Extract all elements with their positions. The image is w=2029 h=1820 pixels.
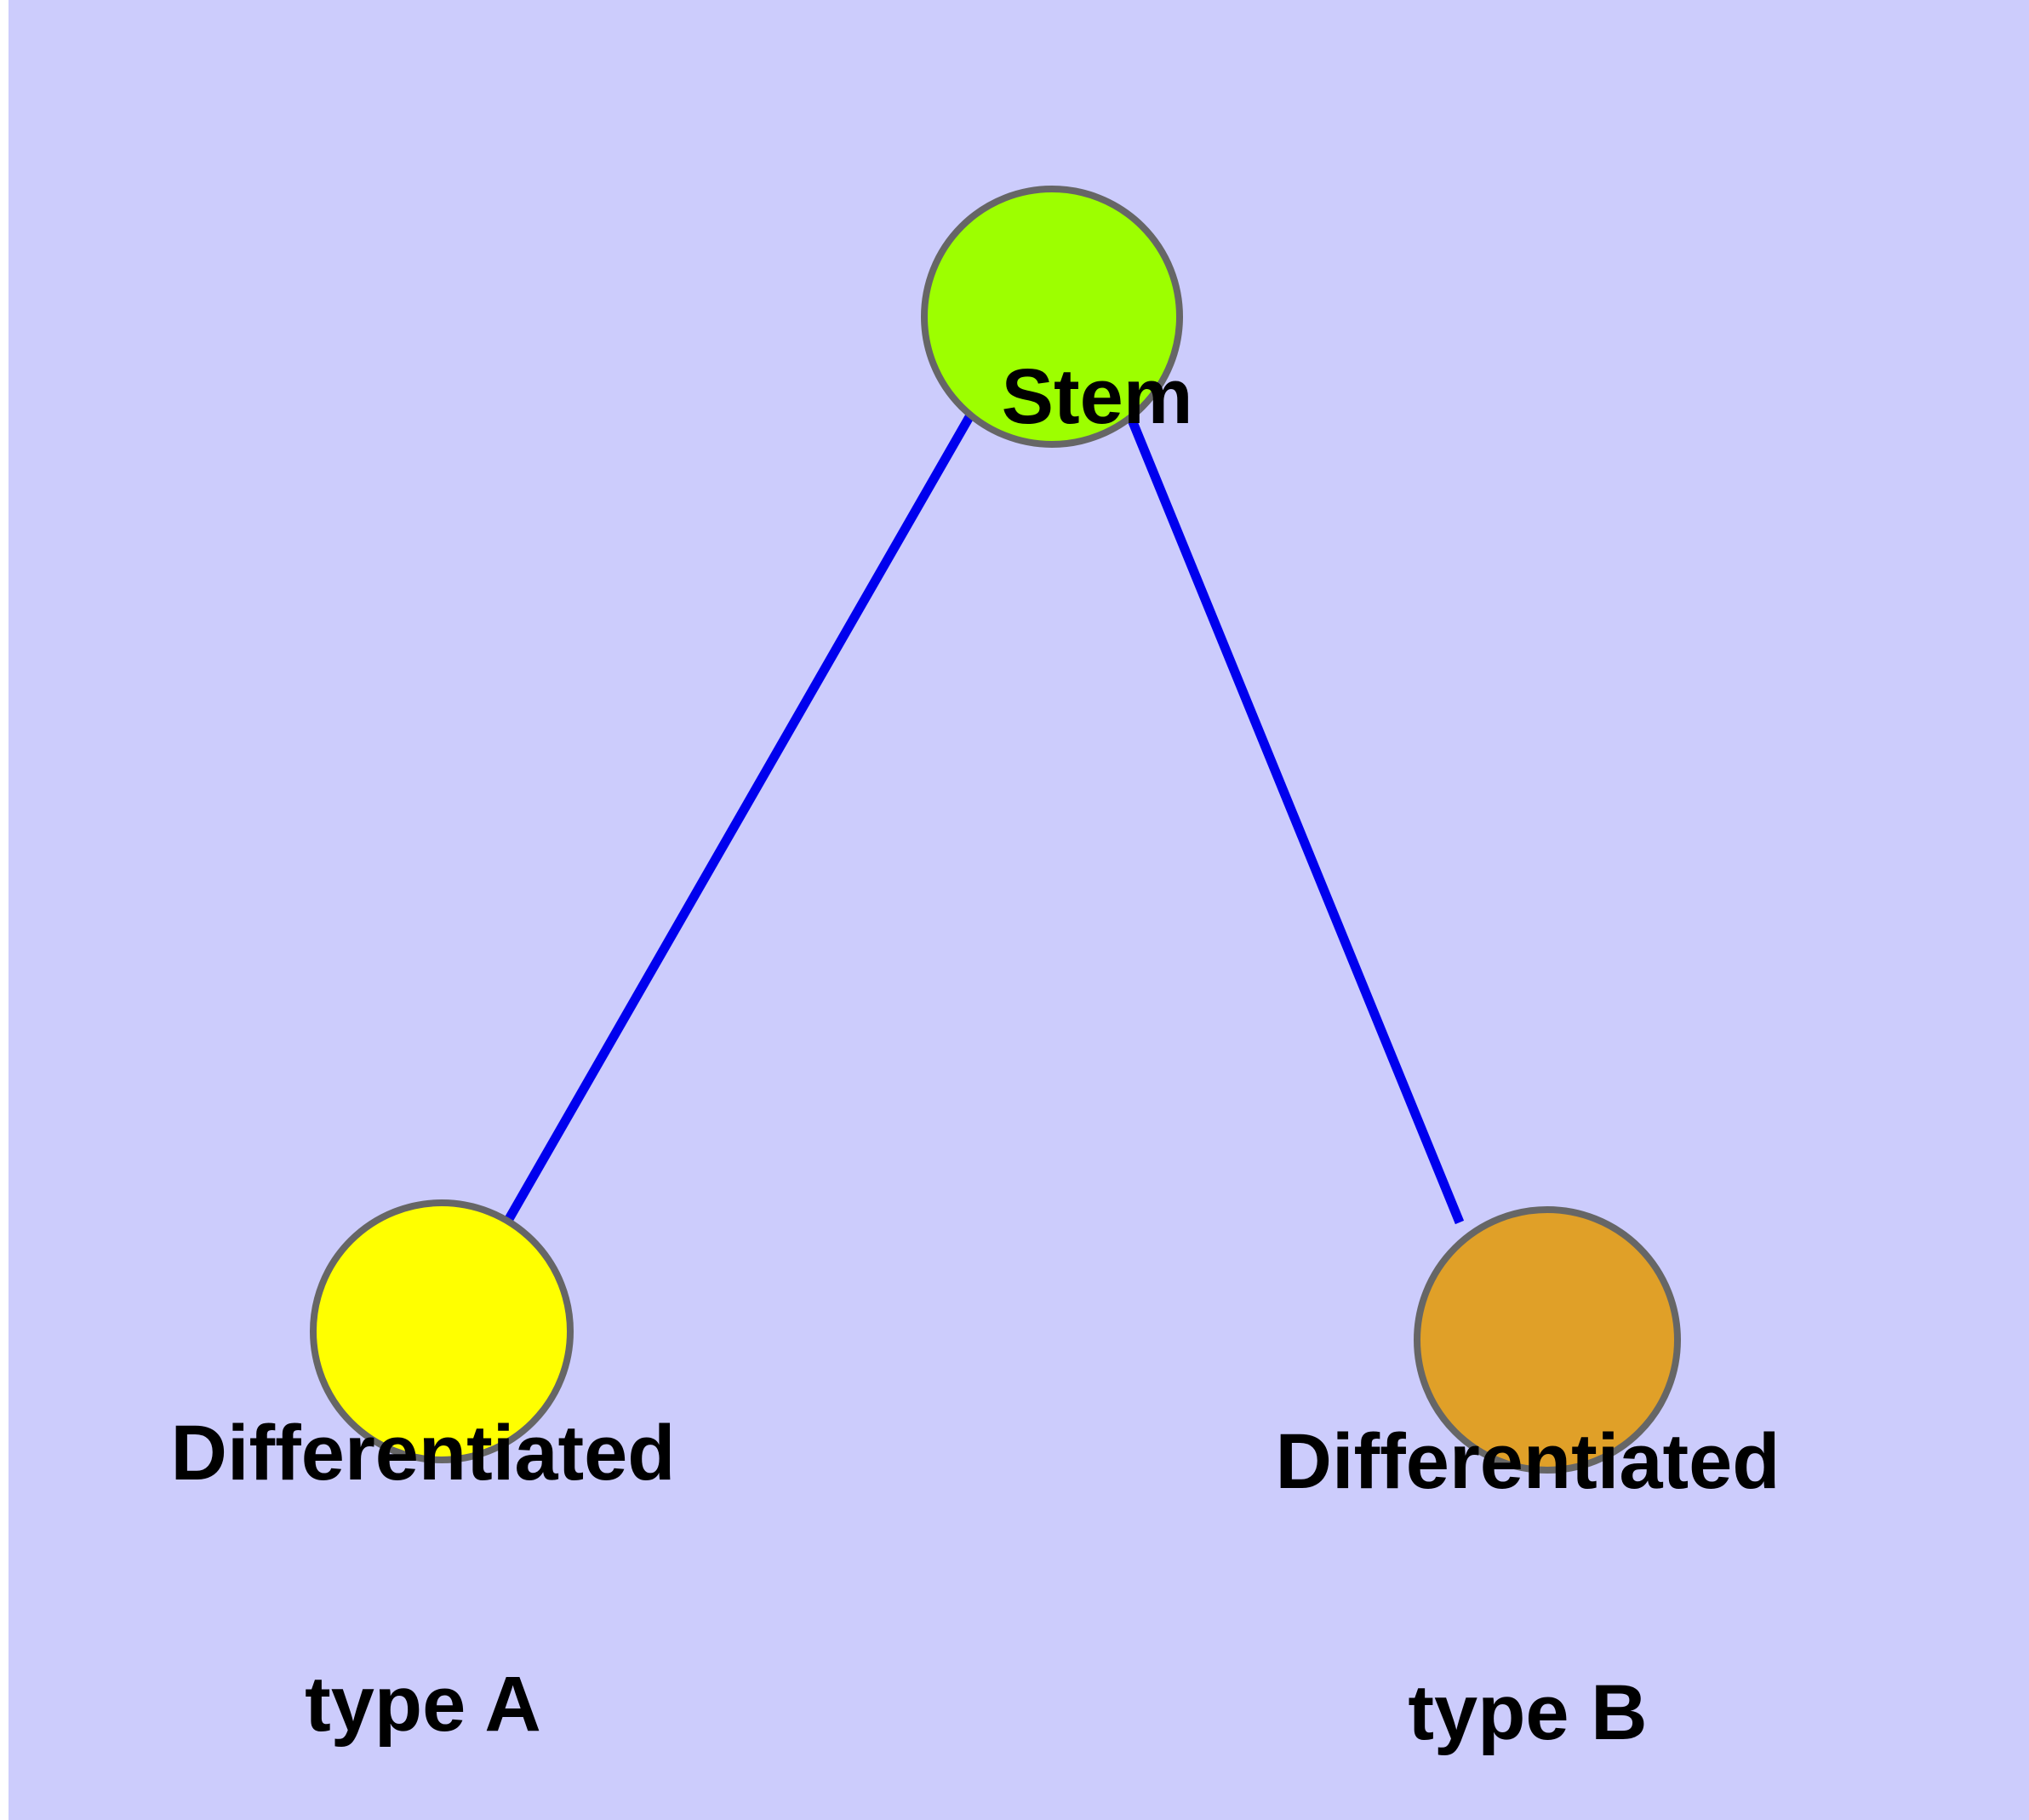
node-diff-b-circle[interactable]: [1414, 1206, 1681, 1474]
node-stem-circle[interactable]: [921, 186, 1183, 448]
node-layer: [310, 186, 1681, 1474]
edge-stem-to-diff-b[interactable]: [1124, 411, 1465, 1225]
edge-layer: [505, 411, 1465, 1225]
edge-stem-to-diff-a[interactable]: [505, 413, 974, 1222]
node-diff-a-circle[interactable]: [310, 1199, 574, 1463]
